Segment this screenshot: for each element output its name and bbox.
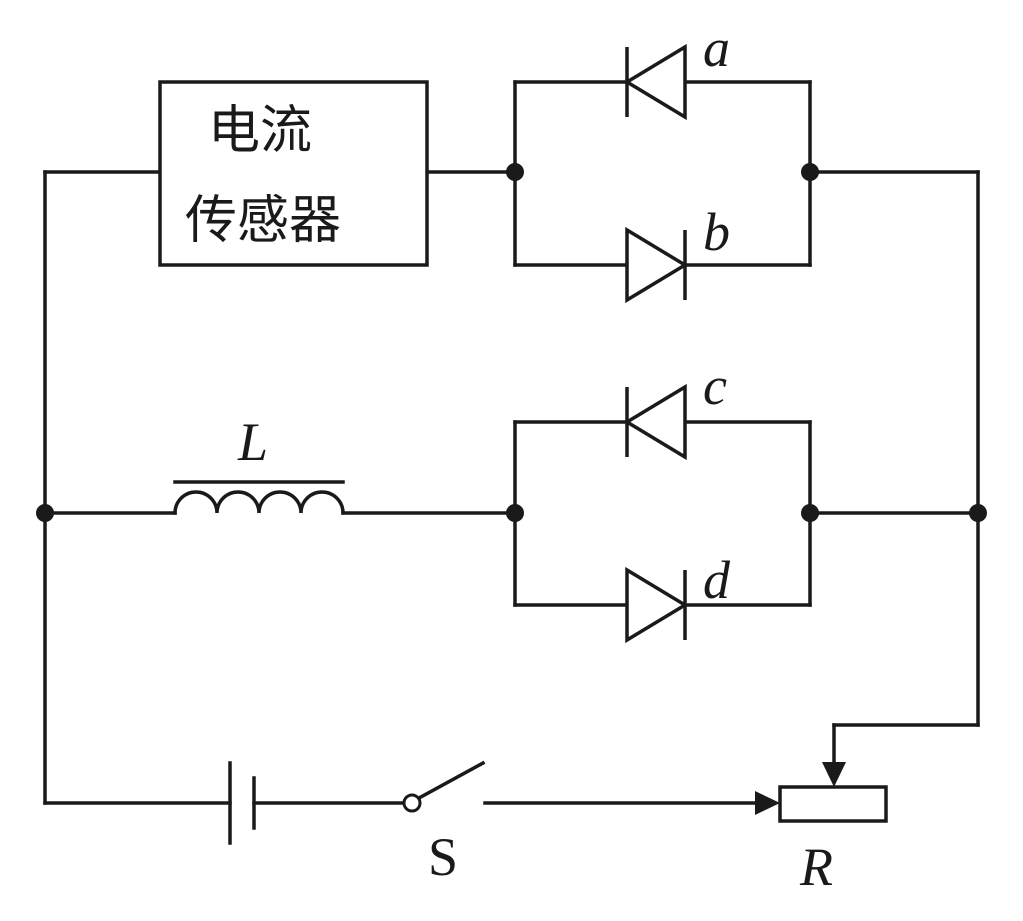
diode-d-label: d bbox=[703, 550, 731, 610]
diode-a-label: a bbox=[703, 18, 730, 78]
inductor-label: L bbox=[237, 412, 268, 472]
junction-dot bbox=[969, 504, 987, 522]
battery bbox=[228, 761, 256, 845]
switch: S bbox=[402, 760, 486, 887]
diode-b: b bbox=[625, 202, 730, 304]
junction-dots bbox=[36, 163, 987, 522]
right-arrow-icon bbox=[755, 791, 780, 815]
junction-dot bbox=[506, 504, 524, 522]
down-arrow-icon bbox=[822, 762, 846, 787]
junction-dot bbox=[506, 163, 524, 181]
sensor-label-line2: 传感器 bbox=[185, 191, 341, 251]
diode-a: a bbox=[623, 18, 730, 121]
diode-c-label: c bbox=[703, 356, 727, 416]
diode-c: c bbox=[623, 356, 727, 461]
rheostat-label: R bbox=[799, 837, 833, 897]
junction-dot bbox=[36, 504, 54, 522]
inductor: L bbox=[173, 412, 345, 515]
junction-dot bbox=[801, 504, 819, 522]
diode-b-label: b bbox=[703, 202, 730, 262]
current-sensor: 电流 传感器 bbox=[158, 80, 429, 267]
diode-d: d bbox=[625, 550, 731, 644]
switch-label: S bbox=[428, 827, 458, 887]
sensor-label-line1: 电流 bbox=[208, 101, 312, 161]
rheostat: R bbox=[755, 762, 888, 897]
junction-dot bbox=[801, 163, 819, 181]
